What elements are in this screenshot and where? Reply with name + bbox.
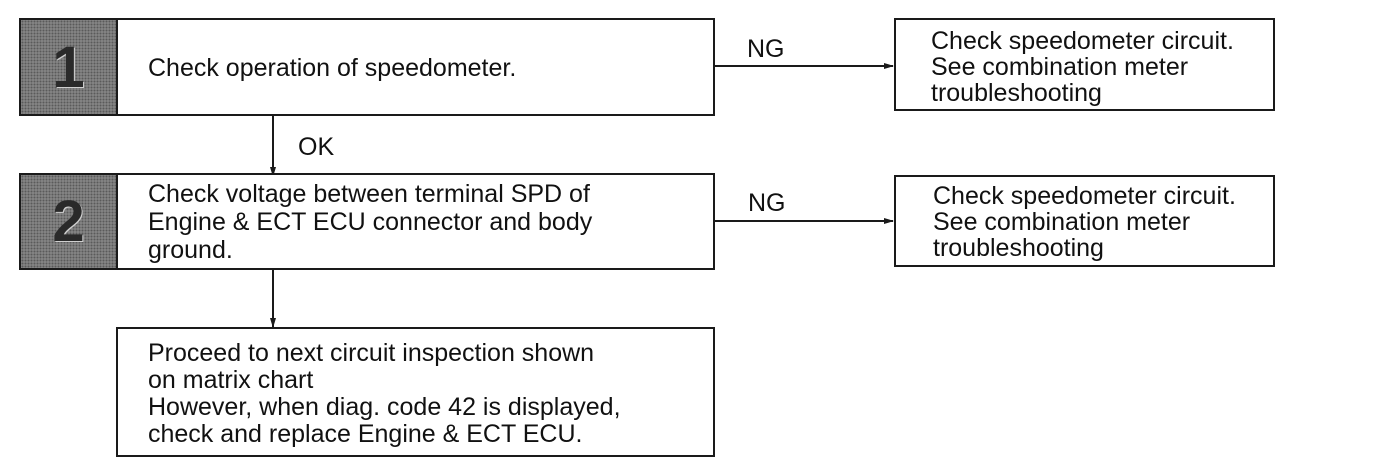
final-line-4: check and replace Engine & ECT ECU. — [148, 420, 583, 448]
step-1-number-block: 1 — [19, 18, 118, 116]
step-2-line-3: ground. — [148, 236, 233, 264]
final-line-1: Proceed to next circuit inspection shown — [148, 339, 595, 367]
step-1-text: Check operation of speedometer. — [148, 54, 517, 82]
final-line-2: on matrix chart — [148, 366, 314, 394]
step-1-ng-label: NG — [747, 35, 785, 63]
step-2-number: 2 — [52, 189, 85, 254]
step-1-number: 1 — [52, 34, 85, 100]
step-2-box: Check voltage between terminal SPD of En… — [116, 173, 715, 270]
step-1-ng-line-3: troubleshooting — [931, 79, 1102, 107]
step-2-line-2: Engine & ECT ECU connector and body — [148, 208, 593, 236]
step-1-ng-line-2: See combination meter — [931, 53, 1189, 81]
step-1-ok-label: OK — [298, 133, 335, 161]
step-2-line-1: Check voltage between terminal SPD of — [148, 180, 590, 208]
step-1-ng-line-1: Check speedometer circuit. — [931, 27, 1234, 55]
step-2-number-block: 2 — [19, 173, 118, 270]
step-2-ng-line-1: Check speedometer circuit. — [933, 182, 1236, 210]
step-1-ng-box: Check speedometer circuit. See combinati… — [894, 18, 1275, 111]
step-2-ng-label: NG — [748, 189, 786, 217]
step-2-ng-line-2: See combination meter — [933, 208, 1191, 236]
final-line-3: However, when diag. code 42 is displayed… — [148, 393, 621, 421]
step-2-ng-line-3: troubleshooting — [933, 234, 1104, 262]
step-2-ng-box: Check speedometer circuit. See combinati… — [894, 175, 1275, 267]
step-1-box: Check operation of speedometer. — [116, 18, 715, 116]
final-box: Proceed to next circuit inspection shown… — [116, 327, 715, 457]
